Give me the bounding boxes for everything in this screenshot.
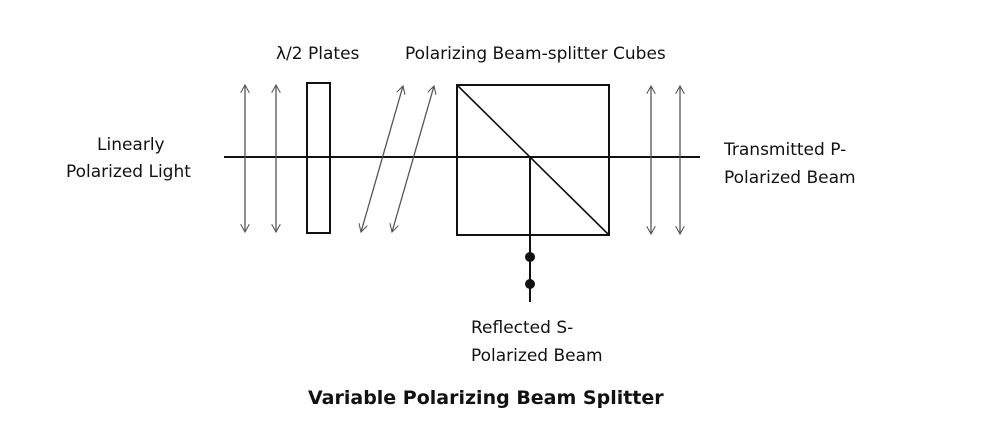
- reflected-label-line2: Polarized Beam: [471, 346, 603, 366]
- cubes-label: Polarizing Beam-splitter Cubes: [405, 44, 666, 64]
- diagram-title: Variable Polarizing Beam Splitter: [308, 387, 664, 409]
- beam-splitter-cube: [456, 84, 610, 236]
- s-polarization-dot: [525, 252, 535, 262]
- polarization-arrow-rotated: [361, 86, 403, 232]
- cube-diagonal: [456, 84, 610, 236]
- transmitted-label-line1: Transmitted P-: [724, 140, 847, 160]
- input-label-line1: Linearly: [97, 135, 165, 155]
- polarization-arrow-rotated: [392, 86, 434, 232]
- transmitted-label-line2: Polarized Beam: [724, 168, 856, 188]
- s-polarization-dot: [525, 279, 535, 289]
- half-wave-plate: [306, 82, 331, 234]
- reflected-label-line1: Reflected S-: [471, 318, 574, 338]
- input-label-line2: Polarized Light: [66, 162, 191, 182]
- plates-label: λ/2 Plates: [276, 44, 360, 64]
